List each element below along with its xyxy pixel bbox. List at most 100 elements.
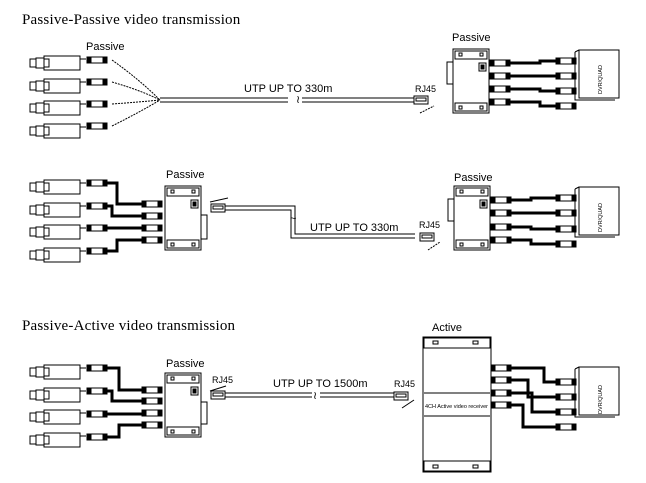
bnc-connector-icon <box>490 401 512 409</box>
bnc-connector-icon <box>490 236 512 244</box>
camera-icon <box>29 78 87 94</box>
bnc-connector-icon <box>490 223 512 231</box>
bnc-connector-icon <box>86 179 108 187</box>
bnc-connector-icon <box>555 393 577 401</box>
dvr-label: DVR/QUAD <box>598 385 604 414</box>
camera-icon <box>29 123 87 139</box>
bnc-connector-icon <box>141 224 163 232</box>
rj45-label: RJ45 <box>394 379 415 389</box>
bnc-connector-icon <box>86 247 108 255</box>
camera-icon <box>29 202 87 218</box>
dvr-label: DVR/QUAD <box>598 203 604 232</box>
passive-receiver-icon <box>452 48 490 114</box>
diagram-passive-active: Passive RJ45 ≀ UTP UP TO 1500m RJ45 Acti… <box>29 322 620 473</box>
dvr-label: DVR/QUAD <box>598 65 604 94</box>
bnc-connector-icon <box>555 102 577 110</box>
utp-cable: ≀ <box>160 94 416 106</box>
dvr-icon <box>574 366 620 418</box>
camera-icon <box>29 432 87 448</box>
bnc-connector-icon <box>86 433 108 441</box>
dvr-icon <box>574 49 620 101</box>
bnc-connector-icon <box>141 386 163 394</box>
dvr-icon <box>574 186 620 238</box>
bnc-connector-icon <box>489 72 511 80</box>
receiver-label: Passive <box>452 32 491 44</box>
bnc-connector-icon <box>86 202 108 210</box>
transmitter-rj45-label: RJ45 <box>212 375 233 385</box>
rj45-plug-icon <box>210 390 226 400</box>
diagram-passive-passive-2: Passive ~ UTP UP TO 330m RJ45 Passive DV… <box>29 169 620 263</box>
bnc-connector-icon <box>490 196 512 204</box>
passive-transmitter-icon <box>164 372 202 438</box>
bnc-connector-icon <box>555 408 577 416</box>
balun-plug-icon <box>86 122 108 130</box>
balun-plug-icon <box>86 56 108 64</box>
cable-length-label: UTP UP TO 330m <box>244 83 332 95</box>
bnc-connector-icon <box>489 98 511 106</box>
bnc-connector-icon <box>555 240 577 248</box>
break-mark-icon: ~ <box>290 213 296 225</box>
bnc-connector-icon <box>555 194 577 202</box>
bnc-connector-icon <box>489 59 511 67</box>
rj45-plug-icon <box>210 203 226 213</box>
receiver-label: Active <box>432 322 462 334</box>
balun-plug-icon <box>86 100 108 108</box>
cable-length-label: UTP UP TO 1500m <box>273 378 368 390</box>
camera-icon <box>29 387 87 403</box>
bnc-connector-icon <box>86 364 108 372</box>
section-title-passive-active: Passive-Active video transmission <box>22 318 236 334</box>
bnc-connector-icon <box>555 57 577 65</box>
rj45-label: RJ45 <box>419 220 440 230</box>
transmitter-label: Passive <box>86 41 125 53</box>
camera-group <box>29 364 87 448</box>
transmitter-label: Passive <box>166 358 205 370</box>
rj45-label: RJ45 <box>415 84 436 94</box>
bnc-connector-icon <box>555 225 577 233</box>
bnc-connector-icon <box>141 236 163 244</box>
camera-group <box>29 179 87 263</box>
transmitter-label: Passive <box>166 169 205 181</box>
bnc-connector-icon <box>490 364 512 372</box>
camera-icon <box>29 55 87 71</box>
bnc-connector-icon <box>555 209 577 217</box>
active-receiver-icon <box>422 336 492 473</box>
diagram-passive-passive-1: Passive ≀ UTP UP TO 330m RJ45 <box>29 32 620 139</box>
passive-receiver-icon <box>453 185 491 251</box>
bnc-connector-icon <box>490 209 512 217</box>
bnc-connector-icon <box>141 409 163 417</box>
break-mark-icon: ≀ <box>296 94 300 106</box>
balun-plug-icon <box>86 78 108 86</box>
bnc-connector-icon <box>555 72 577 80</box>
bnc-connector-icon <box>555 378 577 386</box>
camera-icon <box>29 100 87 116</box>
passive-balun-set <box>86 56 161 130</box>
bnc-connector-icon <box>555 87 577 95</box>
bnc-connector-icon <box>490 376 512 384</box>
rj45-plug-icon <box>419 232 435 242</box>
camera-icon <box>29 179 87 195</box>
bnc-connector-icon <box>86 410 108 418</box>
bnc-connector-icon <box>490 389 512 397</box>
section-title-passive-passive: Passive-Passive video transmission <box>22 12 241 28</box>
camera-icon <box>29 247 87 263</box>
rj45-plug-icon <box>413 95 429 105</box>
bnc-connector-icon <box>489 85 511 93</box>
receiver-outputs <box>489 57 577 110</box>
break-mark-icon: ≀ <box>313 390 317 402</box>
passive-transmitter-icon <box>164 185 202 251</box>
camera-icon <box>29 224 87 240</box>
camera-icon <box>29 364 87 380</box>
bnc-connector-icon <box>141 212 163 220</box>
bnc-connector-icon <box>555 423 577 431</box>
bnc-connector-icon <box>141 200 163 208</box>
camera-group <box>29 55 87 139</box>
rj45-plug-icon <box>393 391 409 401</box>
bnc-connector-icon <box>86 224 108 232</box>
receiver-label: Passive <box>454 172 493 184</box>
camera-icon <box>29 409 87 425</box>
cable-length-label: UTP UP TO 330m <box>310 222 398 234</box>
bnc-connector-icon <box>141 421 163 429</box>
bnc-connector-icon <box>141 397 163 405</box>
bnc-connector-icon <box>86 387 108 395</box>
